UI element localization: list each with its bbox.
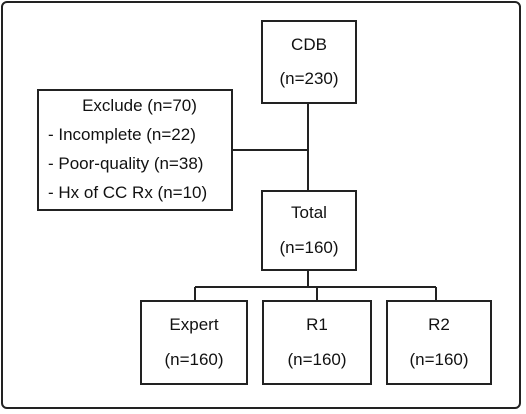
expert-box: Expert (n=160) bbox=[140, 300, 248, 385]
cdb-title: CDB bbox=[291, 34, 327, 54]
exclude-item-incomplete: - Incomplete (n=22) bbox=[48, 124, 196, 144]
expert-title: Expert bbox=[169, 315, 219, 335]
exclude-title: Exclude (n=70) bbox=[82, 96, 197, 115]
r2-title: R2 bbox=[428, 315, 450, 335]
r1-box: R1 (n=160) bbox=[262, 300, 372, 385]
total-box: Total (n=160) bbox=[261, 190, 357, 271]
r2-box: R2 (n=160) bbox=[386, 300, 492, 385]
total-count: (n=160) bbox=[279, 237, 339, 257]
r1-count: (n=160) bbox=[287, 349, 347, 369]
cdb-box: CDB (n=230) bbox=[261, 20, 357, 104]
diagram-frame bbox=[1, 1, 521, 409]
exclude-item-poor-quality: - Poor-quality (n=38) bbox=[48, 153, 204, 173]
expert-count: (n=160) bbox=[164, 349, 224, 369]
total-title: Total bbox=[291, 203, 327, 223]
r1-title: R1 bbox=[306, 315, 328, 335]
exclude-item-hx-cc-rx: - Hx of CC Rx (n=10) bbox=[48, 182, 208, 202]
r2-count: (n=160) bbox=[409, 349, 469, 369]
cdb-count: (n=230) bbox=[279, 69, 339, 88]
exclude-box: Exclude (n=70) - Incomplete (n=22) - Poo… bbox=[37, 89, 233, 211]
